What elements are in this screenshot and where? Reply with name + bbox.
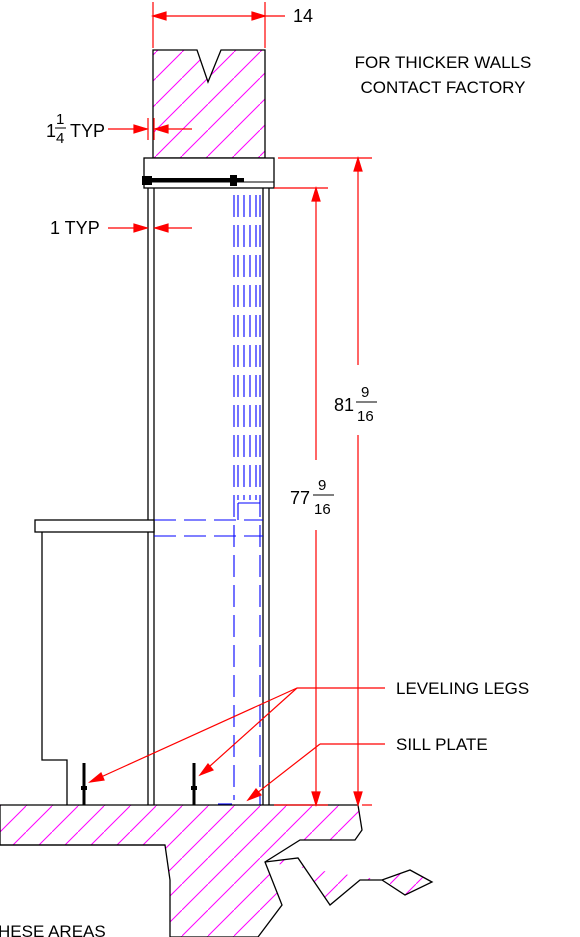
label-wall-thickness: 14	[293, 6, 313, 26]
top-plate	[142, 157, 275, 189]
cabinet	[34, 519, 155, 805]
svg-text:TYP: TYP	[70, 121, 105, 141]
panel-walls	[147, 188, 270, 805]
svg-text:1: 1	[56, 111, 64, 128]
note-line-2: CONTACT FACTORY	[361, 78, 526, 97]
leveling-leg-left	[81, 763, 87, 805]
svg-text:81: 81	[334, 395, 354, 415]
svg-text:4: 4	[56, 130, 64, 147]
dim-panel-gap	[108, 118, 192, 140]
label-outer-height: 81 9 16	[334, 384, 377, 425]
floor-slab	[0, 804, 434, 937]
svg-text:9: 9	[361, 384, 369, 401]
leader-sill-plate	[246, 743, 385, 802]
leveling-leg-right	[191, 763, 197, 805]
svg-text:1: 1	[46, 121, 56, 141]
dim-skin-thickness	[108, 223, 192, 233]
svg-text:16: 16	[357, 408, 374, 425]
svg-text:77: 77	[290, 488, 310, 508]
label-inner-height: 77 9 16	[290, 477, 334, 518]
label-sill-plate: SILL PLATE	[396, 735, 488, 754]
label-panel-gap: 1 1 4 TYP	[46, 111, 105, 147]
label-skin-thickness: 1 TYP	[50, 218, 100, 238]
note-line-1: FOR THICKER WALLS	[355, 53, 532, 72]
wall-block	[152, 49, 266, 159]
dim-outer-height	[278, 155, 372, 808]
dim-inner-height	[274, 185, 328, 808]
svg-text:16: 16	[314, 501, 331, 518]
svg-text:9: 9	[318, 477, 326, 494]
leader-leveling-legs	[87, 687, 385, 783]
bottom-note-fragment: HESE AREAS	[0, 922, 106, 937]
hidden-lines	[154, 195, 263, 805]
label-leveling-legs: LEVELING LEGS	[396, 679, 529, 698]
dim-wall-thickness	[150, 2, 285, 48]
